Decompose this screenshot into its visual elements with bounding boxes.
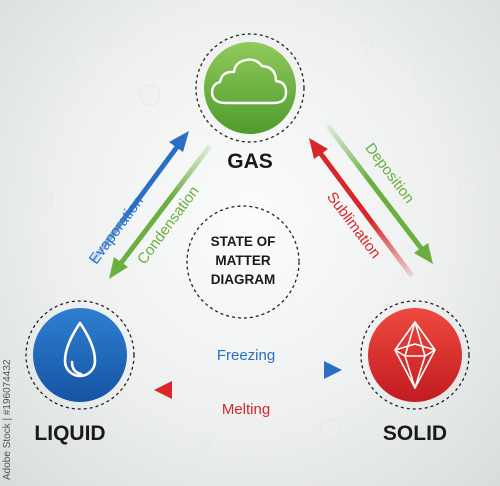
center-title-line-2: MATTER	[215, 253, 270, 268]
solid-circle	[368, 308, 462, 402]
liquid-label: LIQUID	[34, 422, 105, 445]
liquid-state: LIQUID	[25, 300, 135, 445]
center-title-line-3: DIAGRAM	[211, 272, 276, 287]
melting-label: Melting	[222, 401, 270, 418]
gas-circle	[204, 42, 296, 134]
gas-label: GAS	[227, 150, 273, 173]
solid-state: SOLID	[360, 300, 470, 445]
background-pattern	[27, 39, 481, 452]
melting-arrow: Melting	[154, 381, 340, 418]
liquid-circle	[33, 308, 127, 402]
evaporation-arrow: Evaporation	[86, 131, 189, 268]
center-title-line-1: STATE OF	[211, 234, 276, 249]
water-drop-icon	[63, 321, 97, 378]
condensation-label: Condensation	[134, 183, 203, 268]
center-ring	[186, 205, 300, 319]
deposition-label: Deposition	[361, 140, 417, 207]
freezing-label: Freezing	[217, 347, 275, 364]
deposition-arrow: Deposition	[326, 124, 433, 264]
center-badge: STATE OF MATTER DIAGRAM	[186, 205, 300, 319]
watermark-text: Adobe Stock | #196074432	[2, 359, 13, 480]
crystal-icon	[394, 321, 436, 389]
stock-watermark: Adobe Stock | #196074432	[2, 330, 14, 480]
sublimation-arrow: Sublimation	[309, 138, 415, 278]
freezing-arrow: Freezing	[156, 347, 342, 379]
solid-ring	[360, 300, 470, 410]
cloud-icon	[210, 58, 288, 105]
gas-ring	[195, 33, 305, 143]
liquid-ring	[25, 300, 135, 410]
solid-label: SOLID	[383, 422, 447, 445]
gas-state: GAS	[195, 33, 305, 173]
